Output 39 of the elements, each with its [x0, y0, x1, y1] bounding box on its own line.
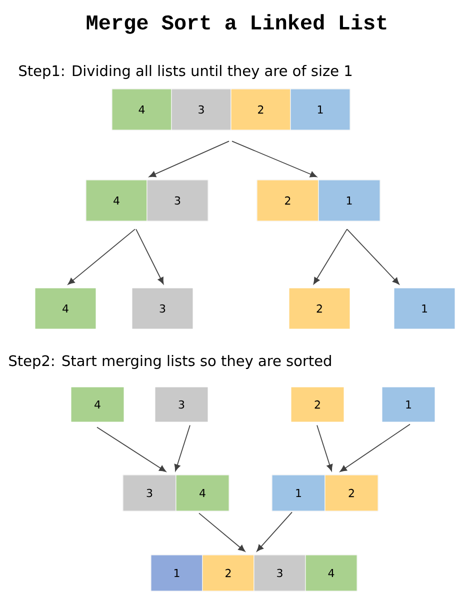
- arrow: [68, 228, 136, 285]
- list-cell: 4: [176, 474, 230, 512]
- list-cell: 4: [112, 88, 172, 130]
- arrow: [149, 140, 230, 178]
- list-cell: 3: [132, 288, 194, 330]
- arrow: [96, 426, 166, 472]
- arrow: [256, 512, 292, 552]
- list-cell: 3: [254, 554, 306, 592]
- list-cell: 3: [122, 474, 176, 512]
- arrow: [198, 512, 246, 552]
- list-cell: 1: [318, 180, 380, 222]
- list-cell: 2: [290, 386, 344, 422]
- arrow: [136, 228, 164, 284]
- arrow: [232, 140, 317, 178]
- list-cell: 1: [290, 88, 350, 130]
- list-cell: 2: [256, 180, 319, 222]
- title: Merge Sort a Linked List: [86, 14, 386, 34]
- list-cell: 4: [305, 554, 358, 592]
- list-cell: 4: [34, 288, 96, 330]
- arrow: [340, 424, 410, 472]
- list-cell: 4: [70, 386, 124, 422]
- step-label: Step1: Dividing all lists until they are of size 1: [19, 64, 352, 79]
- list-cell: 2: [230, 88, 291, 130]
- list-cell: 3: [171, 88, 232, 130]
- list-cell: 2: [202, 554, 254, 592]
- list-cell: 4: [86, 180, 148, 222]
- step-label: Step2: Start merging lists so they are sorted: [9, 354, 331, 369]
- arrow: [346, 228, 400, 285]
- list-cell: 3: [154, 386, 208, 422]
- list-cell: 1: [394, 288, 456, 330]
- list-cell: 3: [146, 180, 208, 222]
- list-cell: 2: [288, 288, 350, 330]
- list-cell: 1: [382, 386, 436, 422]
- arrow: [316, 424, 333, 472]
- arrow: [313, 228, 348, 284]
- list-cell: 1: [150, 554, 203, 592]
- arrow: [174, 424, 190, 472]
- list-cell: 2: [324, 474, 378, 512]
- list-cell: 1: [272, 474, 326, 512]
